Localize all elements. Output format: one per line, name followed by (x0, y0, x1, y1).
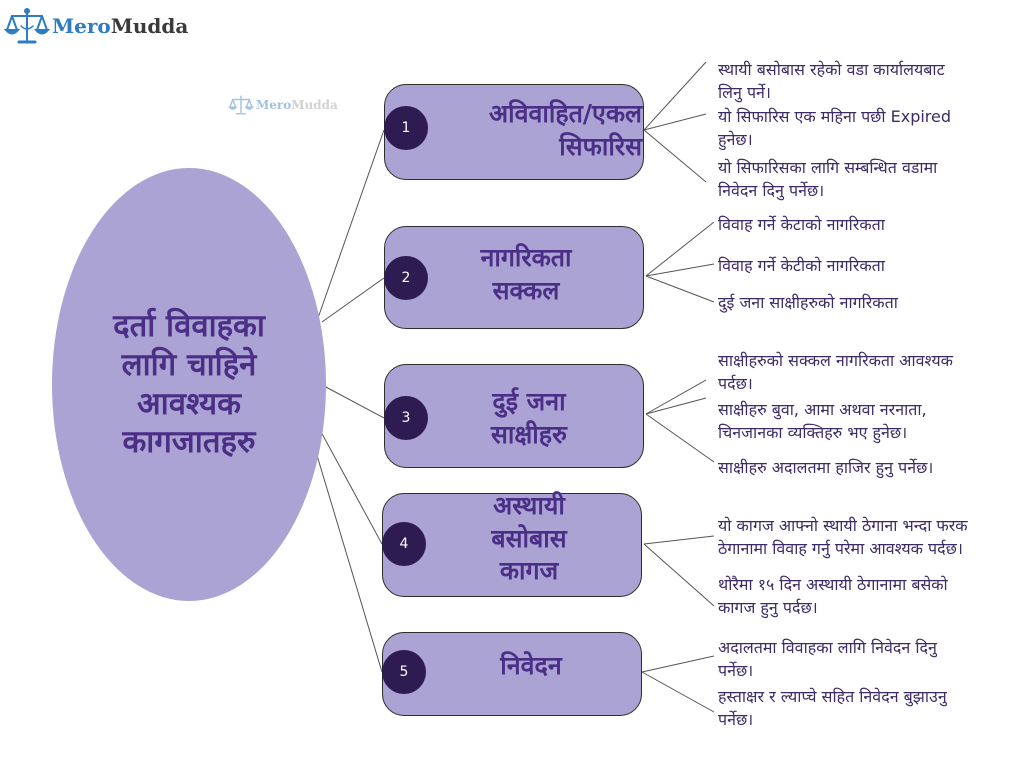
node-label-3: दुई जना साक्षीहरु (490, 387, 567, 449)
connector-1-c (643, 129, 707, 183)
node-number-badge-5: 5 (382, 650, 426, 694)
connector-5-b (641, 671, 715, 713)
connector-center-4 (319, 429, 383, 545)
note-3-1: साक्षीहरुको सक्कल नागरिकता आवश्यक पर्दछ। (718, 351, 953, 393)
watermark-text-part-b: Mudda (291, 98, 338, 112)
watermark-text: MeroMudda (256, 98, 338, 112)
connector-1-b (643, 113, 707, 131)
note-1-1: स्थायी बसोबास रहेको वडा कार्यालयबाट लिनु… (718, 60, 945, 102)
note-1-3: यो सिफारिसका लागि सम्बन्धित वडामा निवेदन… (718, 158, 938, 200)
connector-5-a (641, 655, 715, 673)
connector-3-b (645, 397, 707, 415)
connector-4-a (643, 535, 715, 545)
node-number-badge-4: 4 (382, 522, 426, 566)
node-number-badge-1: 1 (384, 106, 428, 150)
connector-1-a (643, 61, 707, 131)
connector-2-c (645, 275, 715, 303)
central-topic-oval: दर्ता विवाहका लागि चाहिने आवश्यक कागजातह… (52, 168, 326, 601)
note-4-1: यो कागज आफ्नो स्थायी ठेगाना भन्दा फरक ठे… (718, 516, 968, 558)
note-2-1: विवाह गर्ने केटाको नागरिकता (718, 215, 885, 234)
connector-center-3 (323, 385, 385, 419)
note-4-2: थोरैमा १५ दिन अस्थायी ठेगानामा बसेको काग… (718, 575, 948, 617)
note-2-2: विवाह गर्ने केटीको नागरिकता (718, 256, 885, 275)
note-5-1: अदालतमा विवाहका लागि निवेदन दिनु पर्नेछ। (718, 638, 937, 680)
connector-4-b (643, 543, 715, 607)
connector-3-a (645, 379, 707, 415)
watermark-text-part-a: Mero (256, 98, 292, 112)
note-3-2: साक्षीहरु बुवा, आमा अथवा नरनाता, चिनजानक… (718, 400, 927, 442)
node-number-badge-2: 2 (384, 256, 428, 300)
connector-center-2 (321, 277, 385, 323)
watermark-scales-icon (228, 95, 254, 115)
central-topic-title: दर्ता विवाहका लागि चाहिने आवश्यक कागजातह… (113, 308, 265, 461)
note-2-3: दुई जना साक्षीहरुको नागरिकता (718, 293, 898, 312)
note-3-3: साक्षीहरु अदालतमा हाजिर हुनु पर्नेछ। (718, 458, 934, 477)
brand-name-part-a: Mero (52, 14, 111, 38)
note-5-2: हस्ताक्षर र ल्याप्चे सहित निवेदन बुझाउनु… (718, 687, 947, 729)
node-label-4: अस्थायी बसोबास कागज (491, 491, 567, 585)
note-1-2: यो सिफारिस एक महिना पछी Expired हुनेछ। (718, 107, 952, 149)
brand-name: MeroMudda (52, 14, 188, 38)
node-label-5: निवेदन (500, 651, 562, 680)
node-number-badge-3: 3 (384, 396, 428, 440)
connector-3-c (645, 413, 715, 463)
watermark-logo: MeroMudda (228, 94, 338, 116)
connector-2-a (645, 221, 715, 277)
node-label-2: नागरिकता सक्कल (480, 243, 572, 305)
connector-center-5 (315, 451, 383, 673)
brand-name-part-b: Mudda (110, 14, 189, 38)
connector-center-1 (317, 129, 385, 319)
connector-2-b (645, 263, 715, 277)
node-label-1: अविवाहित/एकल सिफारिस (489, 99, 642, 161)
brand-logo: MeroMudda (4, 6, 188, 46)
scales-of-justice-icon (4, 8, 50, 44)
